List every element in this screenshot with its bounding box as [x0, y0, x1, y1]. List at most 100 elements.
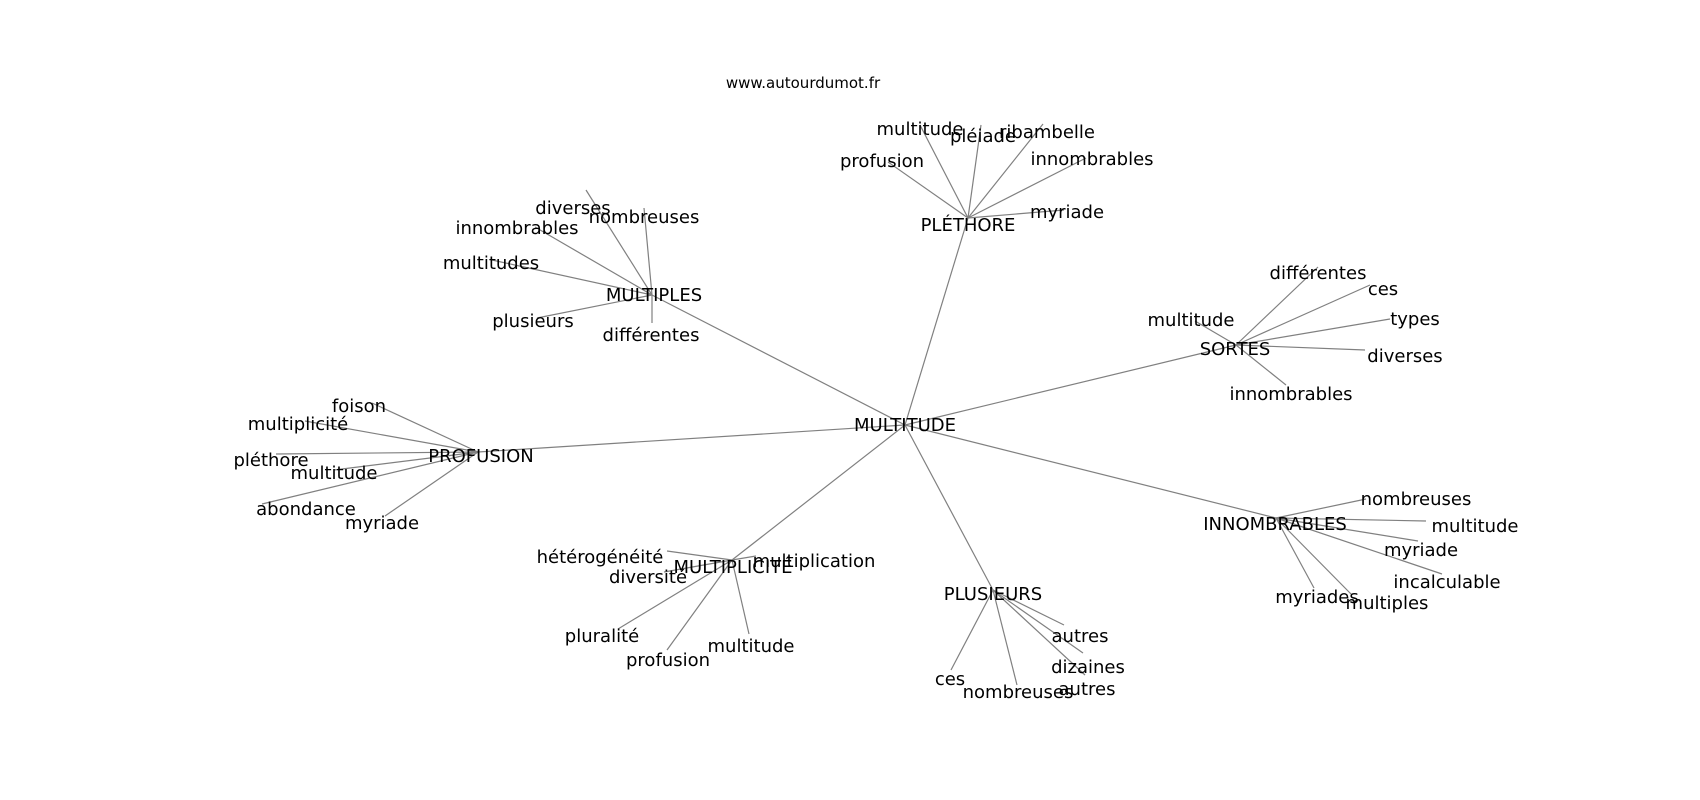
- word-node-label[interactable]: innombrables: [1030, 149, 1153, 170]
- edge-cluster-word: [534, 226, 653, 296]
- word-node-label[interactable]: multitude: [1432, 516, 1519, 537]
- word-node-label[interactable]: nombreuses: [1361, 489, 1472, 510]
- cluster-node-label[interactable]: MULTIPLES: [606, 285, 702, 306]
- word-node-label[interactable]: autres: [1059, 679, 1116, 700]
- word-node-label[interactable]: pléthore: [233, 450, 308, 471]
- word-node-label[interactable]: pluralité: [565, 626, 639, 647]
- word-node-label[interactable]: multiplication: [753, 551, 876, 572]
- edge-cluster-word: [1275, 517, 1315, 589]
- word-node-label[interactable]: profusion: [626, 650, 710, 671]
- edge-cluster-word: [967, 209, 1065, 219]
- word-node-label[interactable]: ribambelle: [999, 122, 1095, 143]
- edge-cluster-word: [371, 402, 479, 453]
- edge-cluster-word: [992, 589, 1018, 686]
- word-node-label[interactable]: dizaines: [1051, 657, 1125, 678]
- edge-center-cluster: [904, 424, 994, 591]
- word-node-label[interactable]: nombreuses: [963, 682, 1074, 703]
- edge-cluster-word: [967, 124, 982, 219]
- edge-cluster-word: [536, 294, 653, 319]
- cluster-node-label[interactable]: PROFUSION: [428, 446, 533, 467]
- edge-cluster-word: [666, 550, 733, 561]
- edge-cluster-word: [731, 559, 750, 635]
- edge-cluster-word: [1275, 517, 1419, 542]
- word-node-label[interactable]: multitude: [708, 636, 795, 657]
- word-node-label[interactable]: ces: [1368, 279, 1398, 300]
- edge-cluster-word: [919, 124, 969, 219]
- edge-center-cluster: [651, 294, 906, 426]
- word-node-label[interactable]: hétérogénéité: [537, 547, 664, 568]
- word-node-label[interactable]: myriade: [1384, 540, 1458, 561]
- edge-cluster-word: [992, 589, 1086, 676]
- word-node-label[interactable]: incalculable: [1393, 572, 1500, 593]
- edge-cluster-word: [731, 555, 757, 561]
- word-node-label[interactable]: diverses: [535, 198, 610, 219]
- word-node-label[interactable]: pléiade: [950, 126, 1016, 147]
- edge-center-cluster: [904, 344, 1237, 426]
- word-node-label[interactable]: diversité: [609, 567, 687, 588]
- edge-center-cluster: [477, 424, 906, 453]
- edge-cluster-word: [1235, 344, 1366, 351]
- edge-cluster-word: [967, 123, 1044, 219]
- edge-cluster-word: [384, 451, 479, 517]
- word-node-label[interactable]: abondance: [256, 499, 356, 520]
- edge-cluster-word: [887, 161, 969, 219]
- cluster-node-label[interactable]: INNOMBRABLES: [1203, 514, 1347, 535]
- cluster-node-label[interactable]: PLUSIEURS: [944, 584, 1042, 605]
- edge-cluster-word: [617, 559, 733, 630]
- word-node-label[interactable]: nombreuses: [589, 207, 700, 228]
- word-node-label[interactable]: innombrables: [1229, 384, 1352, 405]
- edge-cluster-word: [666, 559, 733, 651]
- center-node-label[interactable]: MULTITUDE: [854, 415, 956, 436]
- edge-cluster-word: [1235, 284, 1371, 346]
- edge-cluster-word: [491, 259, 653, 296]
- edge-cluster-word: [1235, 318, 1391, 346]
- edge-cluster-word: [1275, 517, 1427, 522]
- edge-center-cluster: [904, 217, 969, 426]
- word-node-label[interactable]: multitudes: [443, 253, 539, 274]
- cluster-node-label[interactable]: PLÉTHORE: [921, 214, 1016, 236]
- edge-center-cluster: [904, 424, 1277, 519]
- edge-cluster-word: [261, 451, 479, 505]
- word-node-label[interactable]: multiples: [1346, 593, 1429, 614]
- edge-cluster-word: [663, 559, 733, 573]
- edge-cluster-word: [585, 189, 653, 296]
- edge-center-cluster: [731, 424, 906, 561]
- word-node-label[interactable]: profusion: [840, 151, 924, 172]
- word-node-label[interactable]: différentes: [1270, 263, 1367, 284]
- edge-cluster-word: [992, 589, 1084, 654]
- edge-cluster-word: [643, 207, 653, 296]
- edge-cluster-word: [950, 589, 994, 671]
- word-node-label[interactable]: diverses: [1367, 346, 1442, 367]
- cluster-node-label[interactable]: MULTIPLICITÉ: [674, 556, 793, 578]
- word-node-label[interactable]: myriades: [1275, 587, 1359, 608]
- edge-cluster-word: [1275, 498, 1367, 519]
- graph-labels: MULTITUDEmultitudepléiaderibambelleprofu…: [233, 119, 1518, 703]
- edge-cluster-word: [1235, 344, 1287, 386]
- edge-cluster-word: [1194, 320, 1237, 346]
- source-label[interactable]: www.autourdumot.fr: [726, 74, 881, 92]
- word-node-label[interactable]: différentes: [603, 325, 700, 346]
- word-node-label[interactable]: multiplicité: [248, 414, 348, 435]
- word-node-label[interactable]: autres: [1052, 626, 1109, 647]
- word-node-label[interactable]: foison: [332, 396, 386, 417]
- word-node-label[interactable]: multitude: [291, 463, 378, 484]
- edge-cluster-word: [275, 451, 479, 455]
- edge-cluster-word: [304, 420, 479, 453]
- word-node-label[interactable]: multitude: [877, 119, 964, 140]
- word-node-label[interactable]: multitude: [1148, 310, 1235, 331]
- graph-edges: [261, 123, 1443, 686]
- edge-cluster-word: [1275, 517, 1443, 575]
- word-node-label[interactable]: myriade: [345, 513, 419, 534]
- word-node-label[interactable]: plusieurs: [492, 311, 573, 332]
- word-node-label[interactable]: types: [1390, 309, 1440, 330]
- edge-cluster-word: [1235, 266, 1319, 346]
- word-node-label[interactable]: myriade: [1030, 202, 1104, 223]
- edge-cluster-word: [333, 451, 479, 471]
- cluster-node-label[interactable]: SORTES: [1200, 339, 1271, 360]
- word-node-label[interactable]: ces: [935, 669, 965, 690]
- edge-cluster-word: [992, 589, 1065, 626]
- edge-cluster-word: [1275, 517, 1352, 595]
- word-node-label[interactable]: innombrables: [455, 218, 578, 239]
- edge-cluster-word: [967, 157, 1087, 219]
